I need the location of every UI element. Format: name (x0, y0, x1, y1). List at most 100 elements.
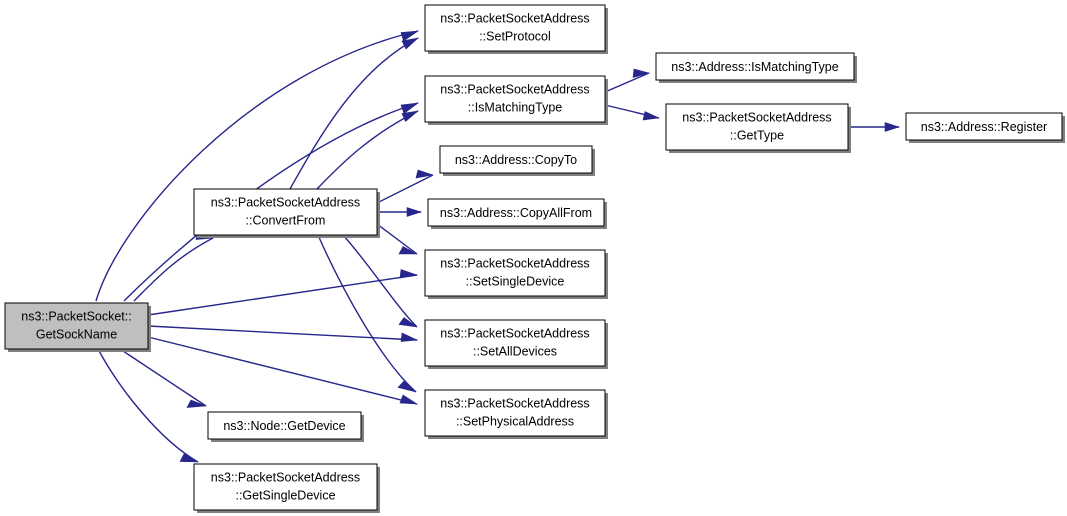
node-address_ismatchingtype[interactable]: ns3::Address::IsMatchingType (655, 52, 857, 83)
node-box[interactable] (655, 52, 855, 81)
node-label-line1: ns3::Address::CopyAllFrom (440, 206, 592, 220)
arrowhead-icon (884, 122, 900, 132)
arrowhead-icon (398, 317, 418, 328)
node-box[interactable] (207, 411, 362, 440)
edge-line (119, 348, 207, 407)
edge-ismatchingtype_psa-to-address_ismatchingtype (604, 68, 651, 93)
node-label-line2: ::SetAllDevices (473, 344, 557, 358)
edge-gettype-to-register (848, 122, 900, 132)
node-layer: ns3::PacketSocket::GetSockNamens3::Packe… (4, 4, 1065, 513)
node-label-line1: ns3::Address::Register (921, 120, 1047, 134)
edge-line (604, 72, 650, 93)
node-box[interactable] (193, 188, 378, 236)
arrowhead-icon (401, 37, 419, 50)
arrowhead-icon (397, 380, 417, 393)
edge-line (376, 223, 418, 255)
node-label-line1: ns3::PacketSocketAddress (440, 11, 589, 25)
arrowhead-icon (400, 30, 420, 42)
node-getdevice[interactable]: ns3::Node::GetDevice (207, 411, 364, 442)
node-label-line2: ::IsMatchingType (468, 100, 563, 114)
node-label-line1: ns3::Address::IsMatchingType (671, 60, 838, 74)
edge-convertfrom-to-setalldevices (342, 234, 418, 328)
node-label-line1: ns3::PacketSocket:: (21, 309, 131, 323)
edge-line (316, 110, 419, 190)
node-gettype[interactable]: ns3::PacketSocketAddress::GetType (665, 103, 851, 153)
node-box[interactable] (424, 249, 606, 297)
node-label-line1: ns3::PacketSocketAddress (440, 396, 589, 410)
edge-ismatchingtype_psa-to-gettype (604, 104, 661, 121)
edge-root-to-getdevice (119, 348, 207, 408)
node-box[interactable] (424, 75, 606, 123)
node-label-line1: ns3::PacketSocketAddress (440, 82, 589, 96)
edge-convertfrom-to-copyallfrom (377, 207, 422, 217)
node-register[interactable]: ns3::Address::Register (905, 112, 1065, 143)
node-label-line1: ns3::PacketSocketAddress (440, 326, 589, 340)
edge-root-to-setsingledevice (147, 269, 419, 316)
edge-root-to-setprotocol (95, 30, 420, 302)
node-box[interactable] (905, 112, 1063, 141)
node-label-line2: ::GetType (730, 128, 784, 142)
node-label-line1: ns3::PacketSocketAddress (682, 110, 831, 124)
arrowhead-icon (415, 169, 434, 179)
edge-layer (95, 30, 900, 463)
arrowhead-icon (632, 68, 651, 78)
arrowhead-icon (398, 246, 418, 255)
node-ismatchingtype_psa[interactable]: ns3::PacketSocketAddress::IsMatchingType (424, 75, 608, 125)
node-box[interactable] (424, 319, 606, 367)
node-box-root[interactable] (4, 302, 149, 350)
node-setprotocol[interactable]: ns3::PacketSocketAddress::SetProtocol (424, 4, 608, 54)
arrowhead-icon (400, 332, 419, 342)
arrowhead-icon (399, 269, 419, 279)
edge-convertfrom-to-copyto (376, 169, 434, 204)
edge-convertfrom-to-setprotocol (289, 37, 419, 190)
edge-root-to-setalldevices (147, 325, 419, 342)
node-copyto[interactable]: ns3::Address::CopyTo (439, 145, 595, 176)
edge-line (342, 234, 418, 328)
edge-convertfrom-to-setsingledevice (376, 223, 418, 255)
edge-root-to-convertfrom (133, 230, 215, 302)
edge-line (147, 325, 418, 341)
node-convertfrom[interactable]: ns3::PacketSocketAddress::ConvertFrom (193, 188, 380, 238)
arrowhead-icon (406, 207, 422, 217)
node-setphysicaladdress[interactable]: ns3::PacketSocketAddress::SetPhysicalAdd… (424, 389, 608, 439)
node-copyallfrom[interactable]: ns3::Address::CopyAllFrom (427, 198, 607, 229)
node-label-line2: ::SetSingleDevice (466, 274, 565, 288)
arrowhead-icon (179, 453, 199, 463)
node-getsingledevice[interactable]: ns3::PacketSocketAddress::GetSingleDevic… (193, 463, 380, 513)
edge-root-to-setphysicaladdress (147, 336, 419, 405)
edge-line (95, 30, 419, 302)
node-setalldevices[interactable]: ns3::PacketSocketAddress::SetAllDevices (424, 319, 608, 369)
edge-convertfrom-to-setphysicaladdress (317, 234, 417, 393)
node-box[interactable] (439, 145, 593, 174)
arrowhead-icon (400, 102, 420, 114)
edge-root-to-getsingledevice (97, 348, 199, 463)
node-label-line1: ns3::Address::CopyTo (455, 153, 577, 167)
node-box[interactable] (424, 4, 606, 52)
edge-line (97, 348, 199, 463)
node-box[interactable] (424, 389, 606, 437)
edge-line (133, 237, 214, 302)
node-box[interactable] (427, 198, 605, 227)
edge-line (147, 274, 418, 316)
node-label-line1: ns3::PacketSocketAddress (211, 195, 360, 209)
node-box[interactable] (193, 463, 378, 511)
node-label-line2: ::GetSingleDevice (235, 488, 335, 502)
edge-convertfrom-to-ismatchingtype_psa (316, 110, 420, 190)
node-box[interactable] (665, 103, 849, 151)
edge-line (376, 174, 434, 204)
node-label-line2: ::SetProtocol (479, 29, 551, 43)
arrowhead-icon (186, 399, 207, 408)
arrowhead-icon (401, 110, 420, 122)
node-label-line2: ::SetPhysicalAddress (456, 414, 574, 428)
node-root[interactable]: ns3::PacketSocket::GetSockName (4, 302, 151, 352)
edge-line (317, 234, 417, 393)
edge-line (289, 37, 419, 190)
node-label-line1: ns3::Node::GetDevice (223, 419, 345, 433)
node-label-line2: GetSockName (36, 327, 117, 341)
arrowhead-icon (399, 394, 419, 405)
node-label-line1: ns3::PacketSocketAddress (211, 470, 360, 484)
node-label-line2: ::ConvertFrom (246, 213, 326, 227)
node-setsingledevice[interactable]: ns3::PacketSocketAddress::SetSingleDevic… (424, 249, 608, 299)
